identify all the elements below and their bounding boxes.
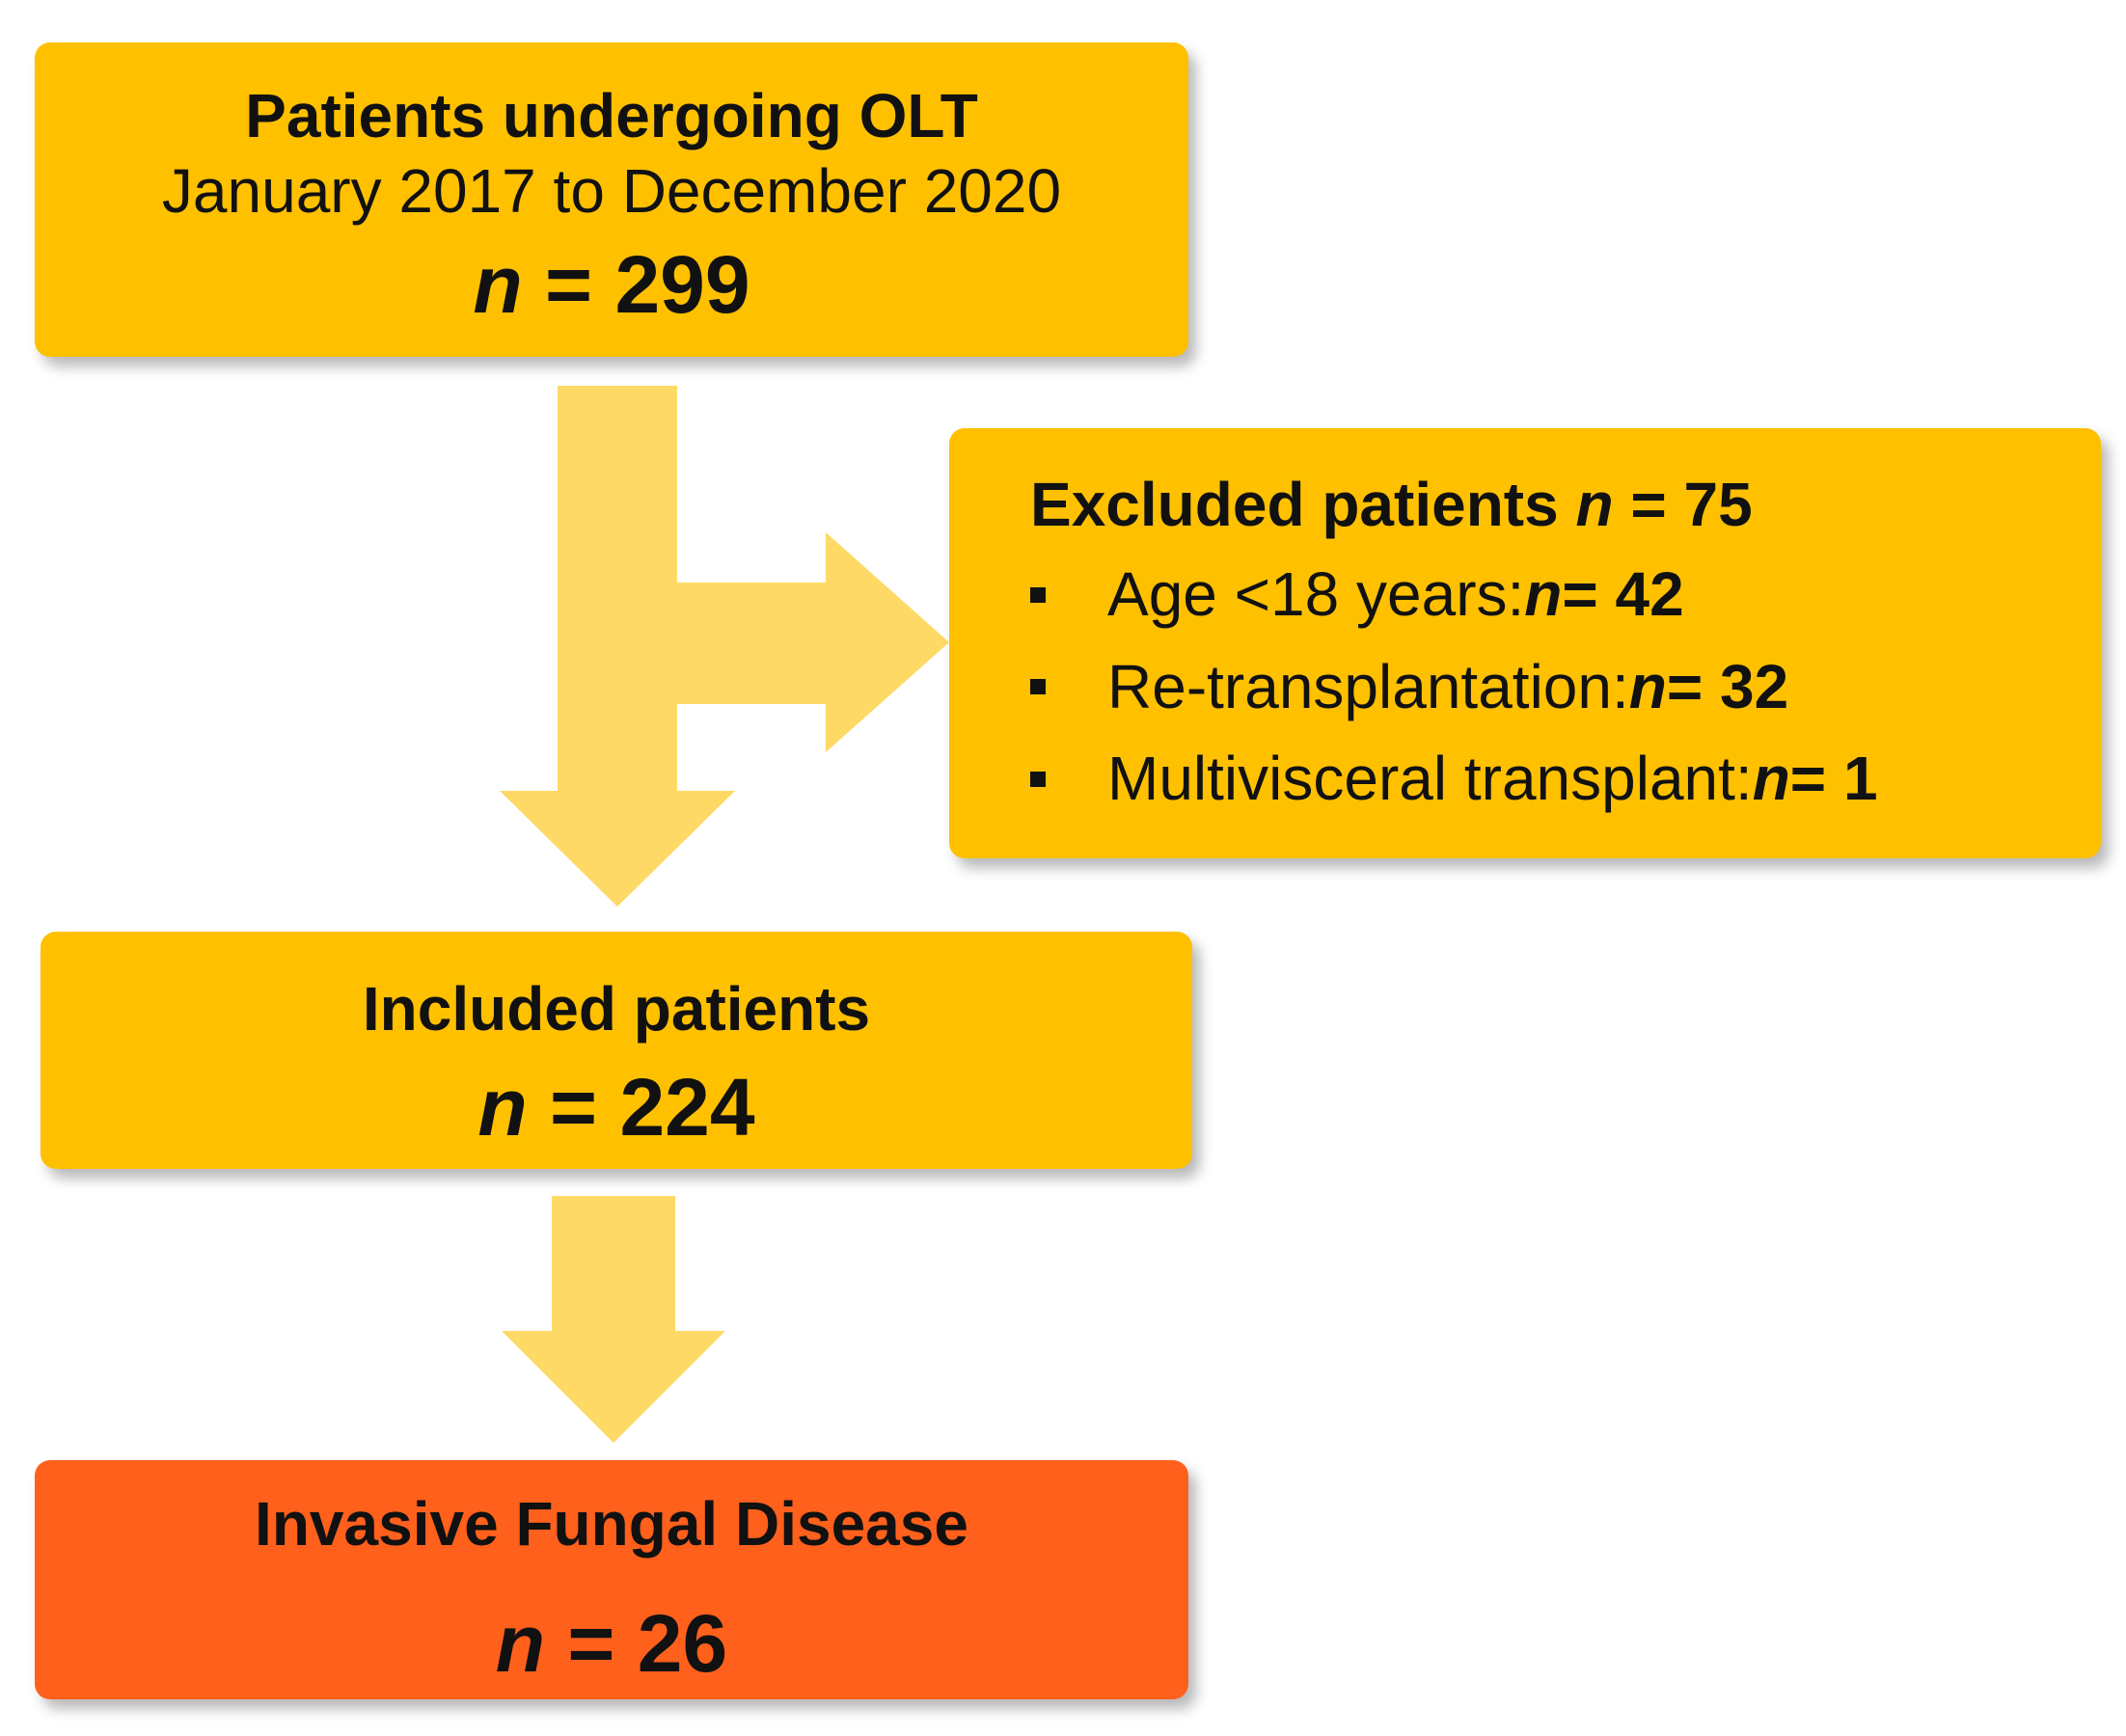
ifd-n-label: n: [495, 1597, 546, 1689]
ifd-n-value: = 26: [567, 1597, 728, 1689]
bullet-icon: [1030, 771, 1046, 787]
ifd-count: n = 26: [35, 1597, 1188, 1691]
ifd-title: Invasive Fungal Disease: [255, 1489, 968, 1559]
criterion-label: Multivisceral transplant:: [1107, 744, 1753, 814]
invasive-fungal-disease-box: Invasive Fungal Disease n = 26: [35, 1460, 1188, 1699]
excluded-title: Excluded patients n = 75: [1030, 469, 2101, 540]
total-title: Patients undergoing OLT: [245, 81, 978, 150]
arrow-right-to-excluded: [677, 532, 949, 752]
criterion-label: Re-transplantation:: [1107, 651, 1629, 721]
exclusion-criterion: Multivisceral transplant: n = 1: [1030, 744, 2101, 815]
criterion-n-label: n: [1524, 559, 1563, 629]
included-n-label: n: [477, 1061, 528, 1153]
arrow-down-to-ifd: [502, 1196, 725, 1443]
exclusion-criterion: Re-transplantation: n = 32: [1030, 652, 2101, 723]
total-count: n = 299: [35, 238, 1188, 332]
excluded-title-text: Excluded patients: [1030, 470, 1576, 539]
included-count: n = 224: [41, 1061, 1192, 1154]
criterion-n-label: n: [1628, 651, 1667, 721]
bullet-icon: [1030, 586, 1046, 603]
total-n-value: = 299: [545, 239, 750, 331]
included-title: Included patients: [362, 974, 871, 1044]
criterion-n-label: n: [1752, 744, 1790, 814]
total-n-label: n: [473, 239, 523, 331]
excluded-n-value: = 75: [1613, 470, 1753, 539]
included-n-value: = 224: [550, 1061, 755, 1153]
exclusion-criteria-list: Age <18 years: n = 42 Re-transplantation…: [1030, 559, 2101, 815]
criterion-n-value: = 32: [1666, 651, 1789, 721]
criterion-n-value: = 42: [1562, 559, 1684, 629]
excluded-n-label: n: [1575, 470, 1614, 539]
arrow-down-to-included: [500, 386, 735, 907]
criterion-n-value: = 1: [1789, 744, 1878, 814]
total-patients-box: Patients undergoing OLT January 2017 to …: [35, 42, 1188, 357]
criterion-label: Age <18 years:: [1107, 559, 1525, 629]
exclusion-criterion: Age <18 years: n = 42: [1030, 559, 2101, 631]
included-patients-box: Included patients n = 224: [41, 932, 1192, 1169]
total-period: January 2017 to December 2020: [161, 155, 1062, 226]
bullet-icon: [1030, 679, 1046, 695]
excluded-patients-box: Excluded patients n = 75 Age <18 years: …: [949, 428, 2101, 858]
